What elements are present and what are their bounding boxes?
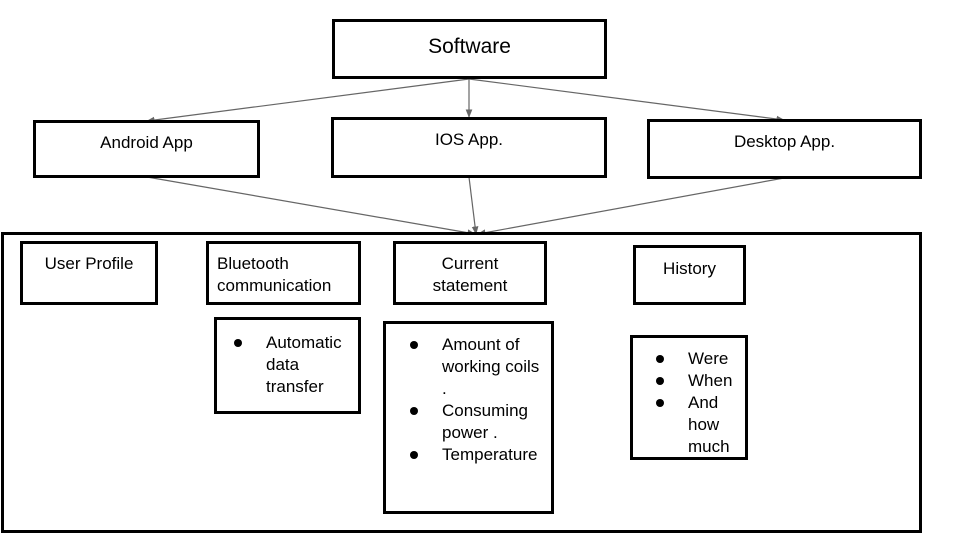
edge-software-android bbox=[146, 78, 470, 124]
history-label: History bbox=[663, 259, 716, 278]
bullet-dot-icon bbox=[410, 341, 418, 349]
bluetooth-node: Bluetooth communication bbox=[206, 241, 361, 305]
bullet-text: Temperature bbox=[442, 445, 538, 464]
bullet-dot-icon bbox=[410, 451, 418, 459]
history-bullet-list: Were When And how much bbox=[656, 348, 746, 458]
software-label: Software bbox=[428, 35, 511, 58]
bullet-text: Amount of working coils . bbox=[442, 335, 540, 398]
bullet-dot-icon bbox=[234, 339, 242, 347]
bullet-dot-icon bbox=[656, 355, 664, 363]
bullet-item: Automatic data transfer bbox=[234, 332, 360, 398]
current-statement-bullet-list: Amount of working coils . Consuming powe… bbox=[410, 334, 542, 466]
desktop-app-node: Desktop App. bbox=[647, 119, 922, 179]
android-app-label: Android App bbox=[100, 133, 193, 152]
edge-ios-modules bbox=[468, 176, 479, 235]
bullet-text: When bbox=[688, 371, 733, 390]
ios-app-label: IOS App. bbox=[434, 130, 504, 149]
bluetooth-details: Automatic data transfer bbox=[214, 317, 361, 414]
bullet-item: When bbox=[656, 370, 746, 392]
edge-software-desktop bbox=[468, 78, 785, 123]
user-profile-label: User Profile bbox=[44, 254, 134, 273]
bullet-item: Consuming power . bbox=[410, 400, 542, 444]
bullet-text: Automatic data transfer bbox=[266, 333, 342, 396]
bluetooth-label: Bluetooth communication bbox=[217, 254, 332, 295]
bluetooth-bullet-list: Automatic data transfer bbox=[234, 332, 360, 398]
bullet-text: And how much bbox=[688, 393, 730, 456]
history-node: History bbox=[633, 245, 746, 305]
bullet-text: Were bbox=[688, 349, 729, 368]
current-statement-label: Current statement bbox=[406, 253, 534, 297]
bullet-dot-icon bbox=[410, 407, 418, 415]
bullet-item: Amount of working coils . bbox=[410, 334, 542, 400]
bullet-item: And how much bbox=[656, 392, 746, 458]
user-profile-node: User Profile bbox=[20, 241, 158, 305]
android-app-node: Android App bbox=[33, 120, 260, 178]
desktop-app-label: Desktop App. bbox=[733, 132, 836, 151]
current-statement-text: Current statement bbox=[432, 254, 508, 295]
current-statement-node: Current statement bbox=[393, 241, 547, 305]
history-details: Were When And how much bbox=[630, 335, 748, 460]
bullet-dot-icon bbox=[656, 399, 664, 407]
bullet-text: Consuming power . bbox=[442, 401, 528, 442]
bullet-item: Were bbox=[656, 348, 746, 370]
bullet-item: Temperature bbox=[410, 444, 542, 466]
software-node: Software bbox=[332, 19, 607, 79]
bullet-dot-icon bbox=[656, 377, 664, 385]
edge-android-modules bbox=[146, 176, 476, 237]
ios-app-node: IOS App. bbox=[331, 117, 607, 178]
edge-desktop-modules bbox=[477, 177, 785, 236]
current-statement-details: Amount of working coils . Consuming powe… bbox=[383, 321, 554, 514]
